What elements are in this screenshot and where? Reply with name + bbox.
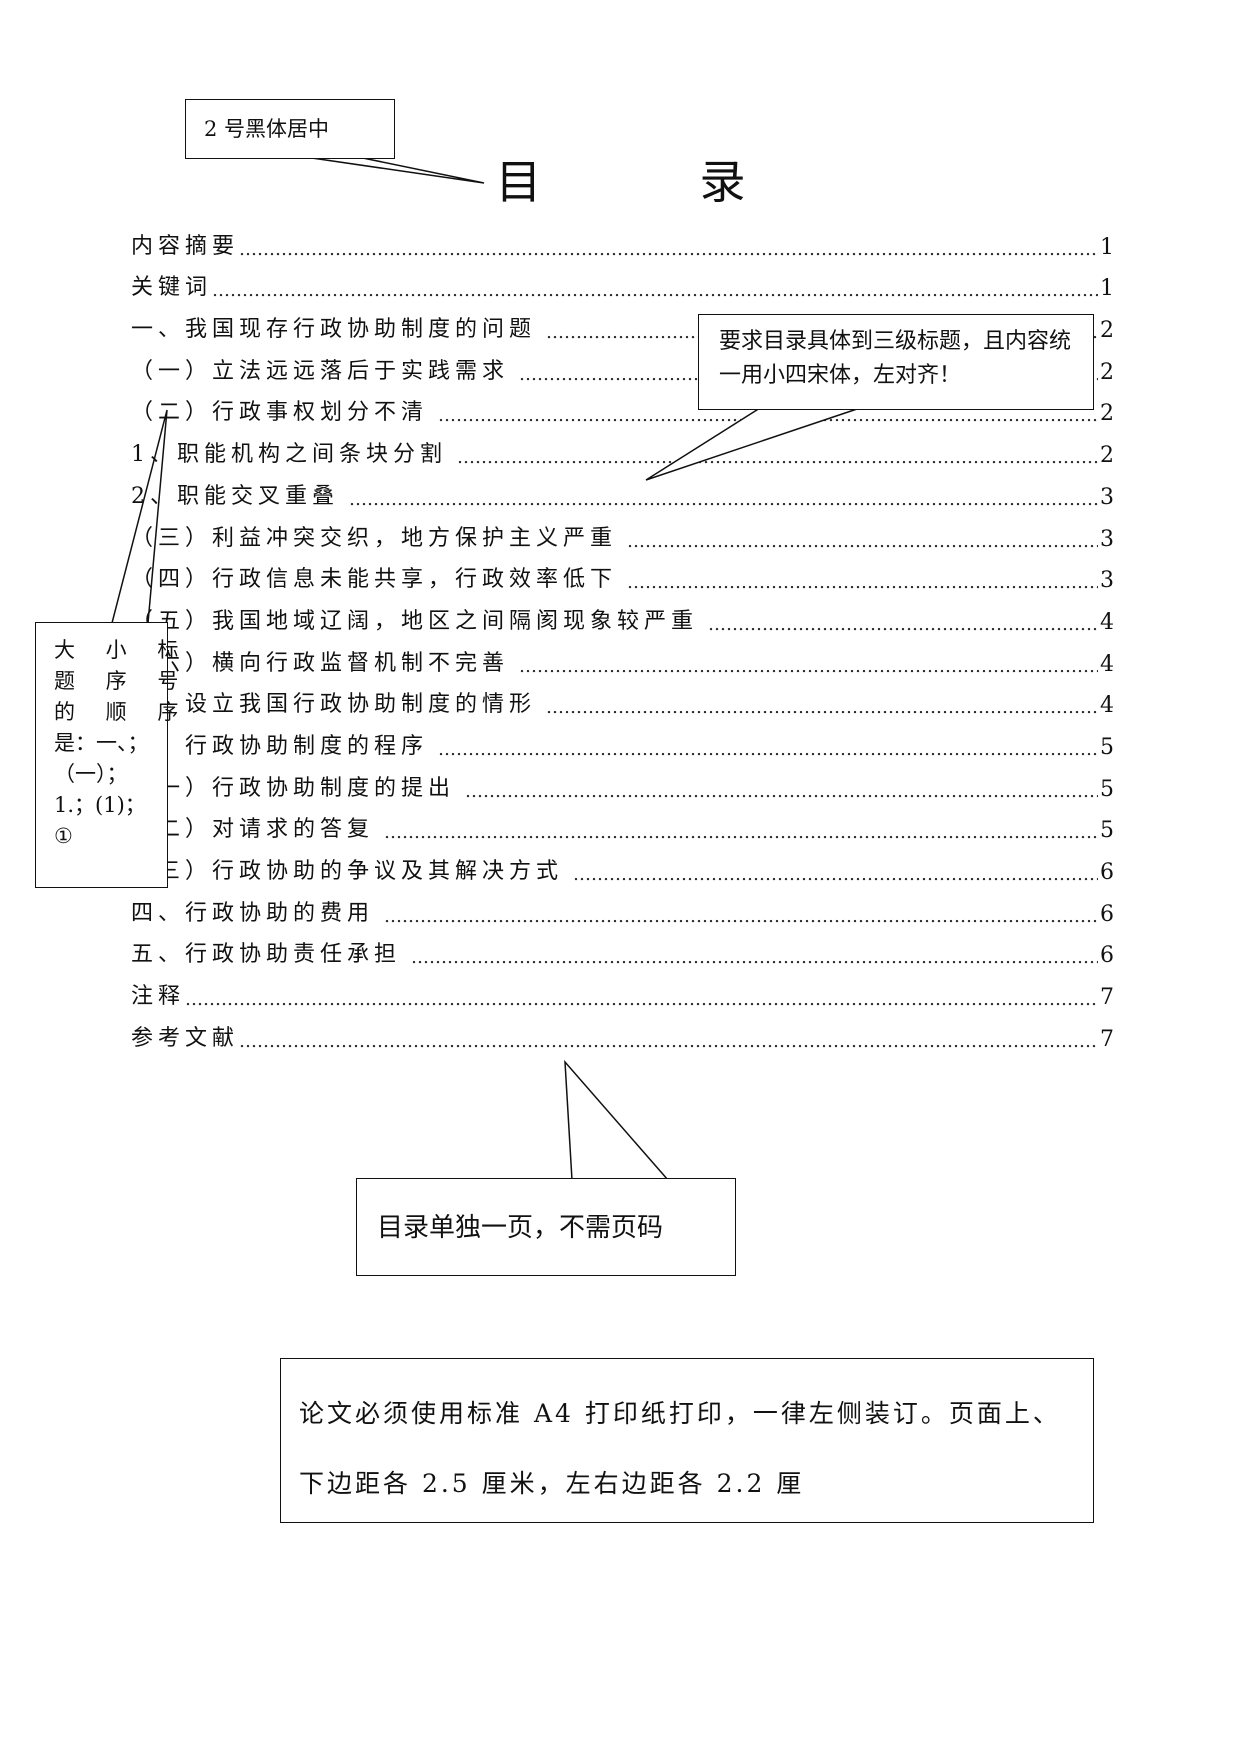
numbering-note-line: 是：一、； xyxy=(54,731,149,755)
paper-spec-line: 下边距各 2.5 厘米，左右边距各 2.2 厘 xyxy=(299,1469,805,1498)
toc-entry-page: 7 xyxy=(1100,1026,1114,1052)
toc-entry[interactable]: 四、行政协助的费用 6 xyxy=(131,885,1114,927)
toc-leader-dots xyxy=(465,781,1098,802)
toc-entry-page: 4 xyxy=(1100,609,1114,635)
toc-entry-page: 6 xyxy=(1100,860,1114,885)
toc-entry-label: 三、行政协助制度的程序 xyxy=(131,733,429,759)
toc-entry[interactable]: 一、我国现存行政协助制度的问题 2 xyxy=(131,301,1114,343)
toc-entry-label: 五、行政协助责任承担 xyxy=(131,942,402,968)
toc-entry-label: 一、我国现存行政协助制度的问题 xyxy=(131,317,537,343)
toc-leader-dots xyxy=(212,280,1098,301)
toc-entry[interactable]: （六）横向行政监督机制不完善 4 xyxy=(131,635,1114,677)
toc-entry-page: 2 xyxy=(1100,318,1114,344)
toc-entry-page: 2 xyxy=(1100,443,1114,469)
toc-entry[interactable]: 2、职能交叉重叠 3 xyxy=(131,468,1114,510)
toc-entry[interactable]: 1、职能机构之间条块分割 2 xyxy=(131,426,1114,468)
toc-entry-page: 5 xyxy=(1100,776,1114,802)
paper-spec-note: 论文必须使用标准 A4 打印纸打印，一律左侧装订。页面上、 下边距各 2.5 厘… xyxy=(280,1358,1094,1523)
toc-entry-label: 注释 xyxy=(131,984,186,1010)
toc-entry-label: 1、职能机构之间条块分割 xyxy=(131,442,447,468)
toc-entry[interactable]: （五）我国地域辽阔，地区之间隔阂现象较严重 4 xyxy=(131,593,1114,635)
toc-leader-dots xyxy=(239,239,1098,260)
toc-entry-label: （一）立法远远落后于实践需求 xyxy=(131,358,510,384)
toc-title: 目 录 xyxy=(495,155,802,209)
toc-entry[interactable]: 三、行政协助制度的程序 5 xyxy=(131,718,1114,760)
toc-leader-dots xyxy=(519,656,1098,677)
toc-entry-label: （二）对请求的答复 xyxy=(131,817,375,843)
toc-entry-label: 2、职能交叉重叠 xyxy=(131,483,339,509)
toc-entry-page: 1 xyxy=(1100,234,1114,260)
toc-entry-page: 5 xyxy=(1100,818,1114,844)
numbering-note-line: ① xyxy=(54,824,73,848)
numbering-note-line: 题 序 号 xyxy=(54,669,191,693)
toc-entry-page: 3 xyxy=(1100,526,1114,552)
single-page-note: 目录单独一页，不需页码 xyxy=(356,1178,736,1276)
toc-leader-dots xyxy=(239,1031,1098,1052)
numbering-order-note: 大 小 标 题 序 号 的 顺 序 是：一、； （一）； 1.；(1)； ① xyxy=(35,622,191,888)
toc-entry-label: 关键词 xyxy=(131,275,213,301)
toc-entry-label: （二）行政事权划分不清 xyxy=(131,400,429,426)
toc-leader-dots xyxy=(438,739,1098,760)
toc-entry[interactable]: （一）行政协助制度的提出 5 xyxy=(131,760,1114,802)
outline-requirement-note: 要求目录具体到三级标题，且内容统一用小四宋体，左对齐！ xyxy=(698,314,1094,410)
numbering-note-line: （一）； xyxy=(54,762,128,786)
toc-entry[interactable]: 关键词 1 xyxy=(131,260,1114,302)
toc-entry-label: 内容摘要 xyxy=(131,233,240,259)
toc-leader-dots xyxy=(384,822,1098,843)
toc-entry[interactable]: 五、行政协助责任承担 6 xyxy=(131,927,1114,969)
toc-entry-page: 7 xyxy=(1100,985,1114,1011)
toc-entry[interactable]: 注释 7 xyxy=(131,968,1114,1010)
toc-entry-page: 3 xyxy=(1100,568,1114,594)
title-format-note: 2 号黑体居中 xyxy=(185,99,395,159)
toc-entry[interactable]: （三）行政协助的争议及其解决方式 6 xyxy=(131,843,1114,885)
toc-list: 内容摘要 1 关键词 1 一、我国现存行政协助制度的问题 2 （一）立法远远落后… xyxy=(131,218,1114,1052)
toc-entry-page: 4 xyxy=(1100,651,1114,677)
toc-entry-page: 1 xyxy=(1100,276,1114,302)
toc-entry[interactable]: （三）利益冲突交织，地方保护主义严重 3 xyxy=(131,510,1114,552)
toc-leader-dots xyxy=(384,906,1098,927)
toc-entry-label: （三）行政协助的争议及其解决方式 xyxy=(131,859,564,884)
toc-entry-page: 5 xyxy=(1100,734,1114,760)
toc-entry[interactable]: （四）行政信息未能共享，行政效率低下 3 xyxy=(131,552,1114,594)
numbering-note-line: 1.；(1)； xyxy=(54,793,146,817)
toc-entry-label: 参考文献 xyxy=(131,1025,240,1051)
toc-entry-label: （四）行政信息未能共享，行政效率低下 xyxy=(131,567,618,593)
toc-leader-dots xyxy=(546,697,1098,718)
toc-leader-dots xyxy=(411,947,1098,968)
toc-entry-page: 6 xyxy=(1100,901,1114,927)
toc-entry[interactable]: （二）行政事权划分不清 2 xyxy=(131,385,1114,427)
toc-entry-label: 四、行政协助的费用 xyxy=(131,900,375,926)
paper-spec-line: 论文必须使用标准 A4 打印纸打印，一律左侧装订。页面上、 xyxy=(299,1399,1061,1428)
toc-entry-label: 二、设立我国行政协助制度的情形 xyxy=(131,692,537,718)
toc-entry[interactable]: 参考文献 7 xyxy=(131,1010,1114,1052)
toc-entry-label: （六）横向行政监督机制不完善 xyxy=(131,650,510,676)
toc-leader-dots xyxy=(349,489,1098,510)
toc-leader-dots xyxy=(457,447,1098,468)
toc-entry-label: （五）我国地域辽阔，地区之间隔阂现象较严重 xyxy=(131,608,699,634)
toc-entry-page: 3 xyxy=(1100,484,1114,510)
toc-leader-dots xyxy=(627,572,1098,593)
toc-entry-page: 2 xyxy=(1100,401,1114,427)
toc-entry-page: 4 xyxy=(1100,693,1114,719)
single-page-note-pointer xyxy=(564,1059,670,1181)
toc-entry[interactable]: （二）对请求的答复 5 xyxy=(131,802,1114,844)
toc-leader-dots xyxy=(627,531,1098,552)
toc-entry[interactable]: （一）立法远远落后于实践需求 2 xyxy=(131,343,1114,385)
toc-entry-label: （三）利益冲突交织，地方保护主义严重 xyxy=(131,525,618,551)
numbering-note-line: 的 顺 序 xyxy=(54,700,191,724)
toc-leader-dots xyxy=(708,614,1098,635)
numbering-note-line: 大 小 标 xyxy=(54,638,191,662)
toc-entry-page: 6 xyxy=(1100,943,1114,969)
toc-leader-dots xyxy=(573,864,1098,885)
toc-entry[interactable]: 二、设立我国行政协助制度的情形 4 xyxy=(131,677,1114,719)
toc-entry[interactable]: 内容摘要 1 xyxy=(131,218,1114,260)
toc-leader-dots xyxy=(185,989,1098,1010)
toc-entry-page: 2 xyxy=(1100,359,1114,385)
toc-entry-label: （一）行政协助制度的提出 xyxy=(131,775,456,801)
